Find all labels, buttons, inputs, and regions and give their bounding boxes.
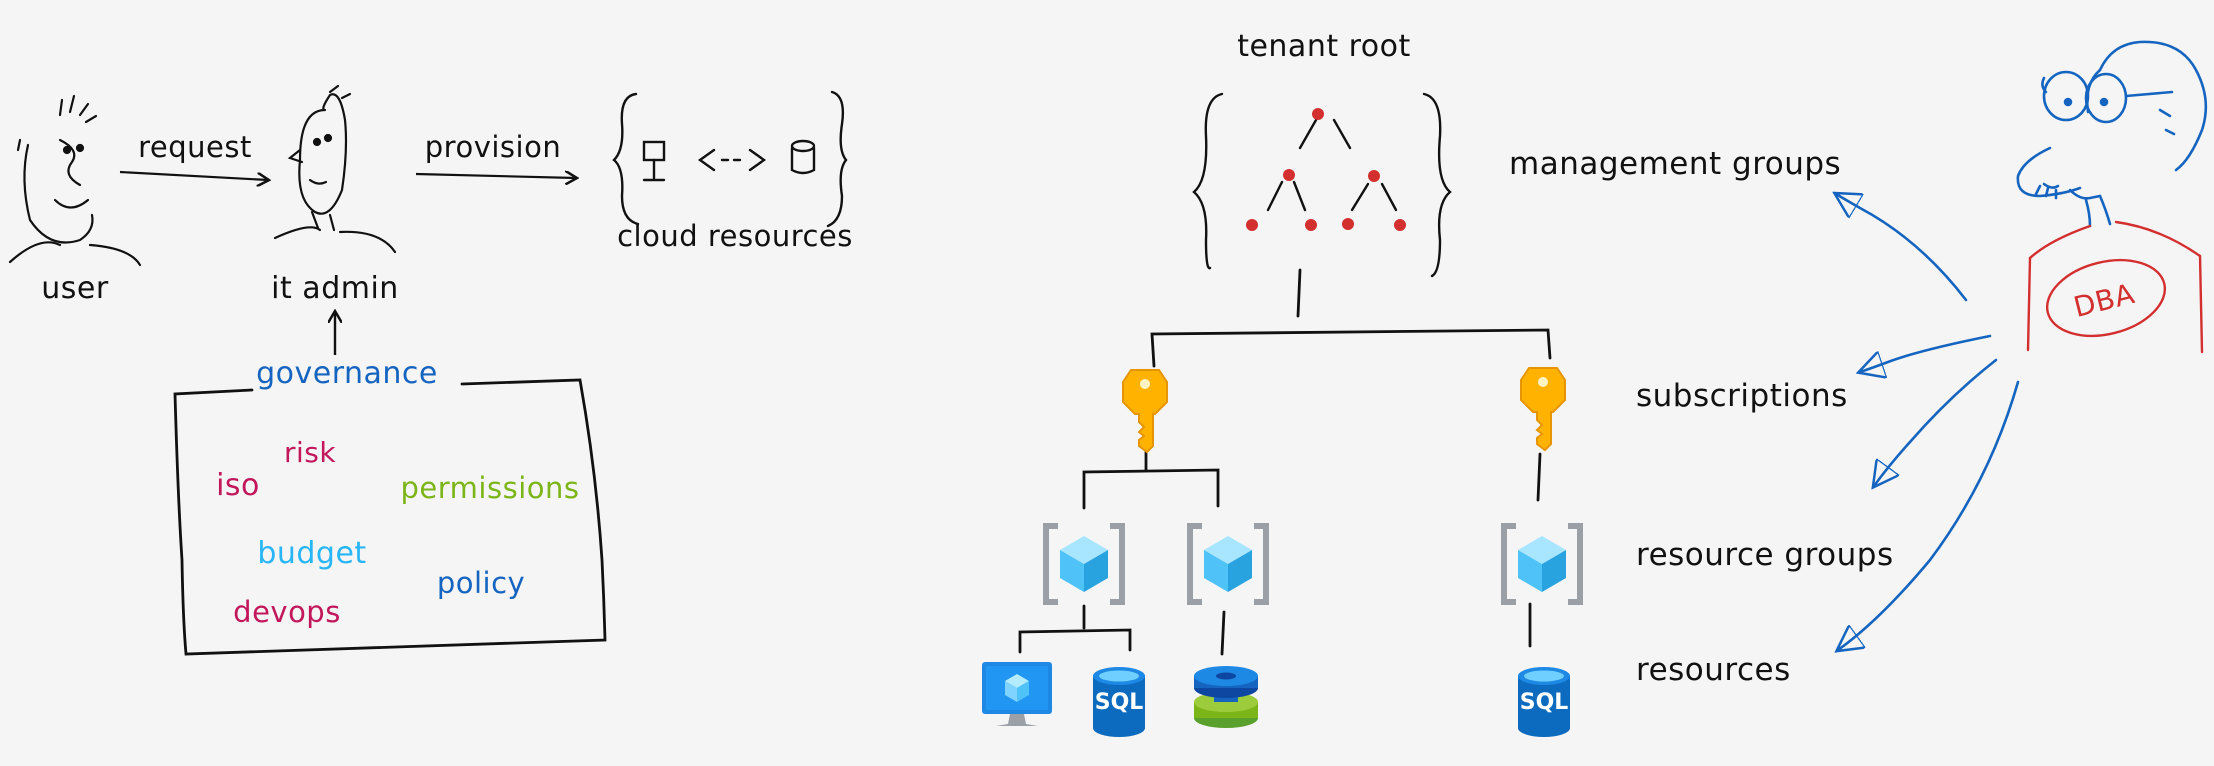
governance-item-iso: iso — [216, 468, 260, 503]
resources-label: resources — [1636, 652, 1791, 688]
it-admin-label: it admin — [271, 271, 399, 306]
cloud-resources-label: cloud resources — [617, 219, 853, 253]
subscriptions-label: subscriptions — [1636, 378, 1848, 414]
request-label: request — [138, 130, 252, 164]
virtual-machine-icon — [982, 662, 1052, 726]
hierarchy-connectors — [1018, 268, 1552, 656]
governance-item-devops: devops — [233, 595, 341, 629]
cloud-resources-group — [612, 90, 848, 228]
user-label: user — [41, 271, 109, 306]
resource-group-icon-1 — [1046, 526, 1122, 602]
governance-item-risk: risk — [284, 436, 336, 469]
governance-item-policy: policy — [437, 566, 525, 600]
management-groups-tree — [1192, 92, 1452, 278]
resource-group-icon-3 — [1504, 526, 1580, 602]
provision-arrow — [415, 174, 576, 178]
dba-arrows — [1836, 194, 2020, 650]
svg-text:SQL: SQL — [1095, 690, 1144, 715]
sql-database-icon-2: SQL — [1518, 667, 1570, 737]
governance-item-permissions: permissions — [401, 471, 580, 505]
resource-groups-label: resource groups — [1636, 537, 1894, 573]
sql-database-icon-1: SQL — [1093, 667, 1145, 737]
svg-text:SQL: SQL — [1520, 690, 1569, 715]
subscription-key-icon-2 — [1520, 367, 1566, 451]
dba-figure — [2016, 40, 2208, 228]
provision-label: provision — [425, 130, 561, 164]
management-groups-label: management groups — [1509, 146, 1841, 182]
management-group-nodes — [1246, 108, 1406, 231]
it-admin-figure — [273, 84, 397, 254]
request-arrow — [119, 170, 268, 180]
governance-item-budget: budget — [257, 536, 366, 571]
dba-body — [2026, 220, 2204, 354]
governance-title: governance — [256, 356, 438, 391]
governance-box — [173, 378, 607, 656]
dba-badge: DBA — [2070, 277, 2138, 324]
subscription-key-icon-1 — [1122, 369, 1168, 453]
user-figure — [8, 94, 142, 267]
tenant-root-label: tenant root — [1237, 29, 1411, 64]
resource-group-icon-2 — [1190, 526, 1266, 602]
storage-disk-icon — [1194, 666, 1258, 728]
